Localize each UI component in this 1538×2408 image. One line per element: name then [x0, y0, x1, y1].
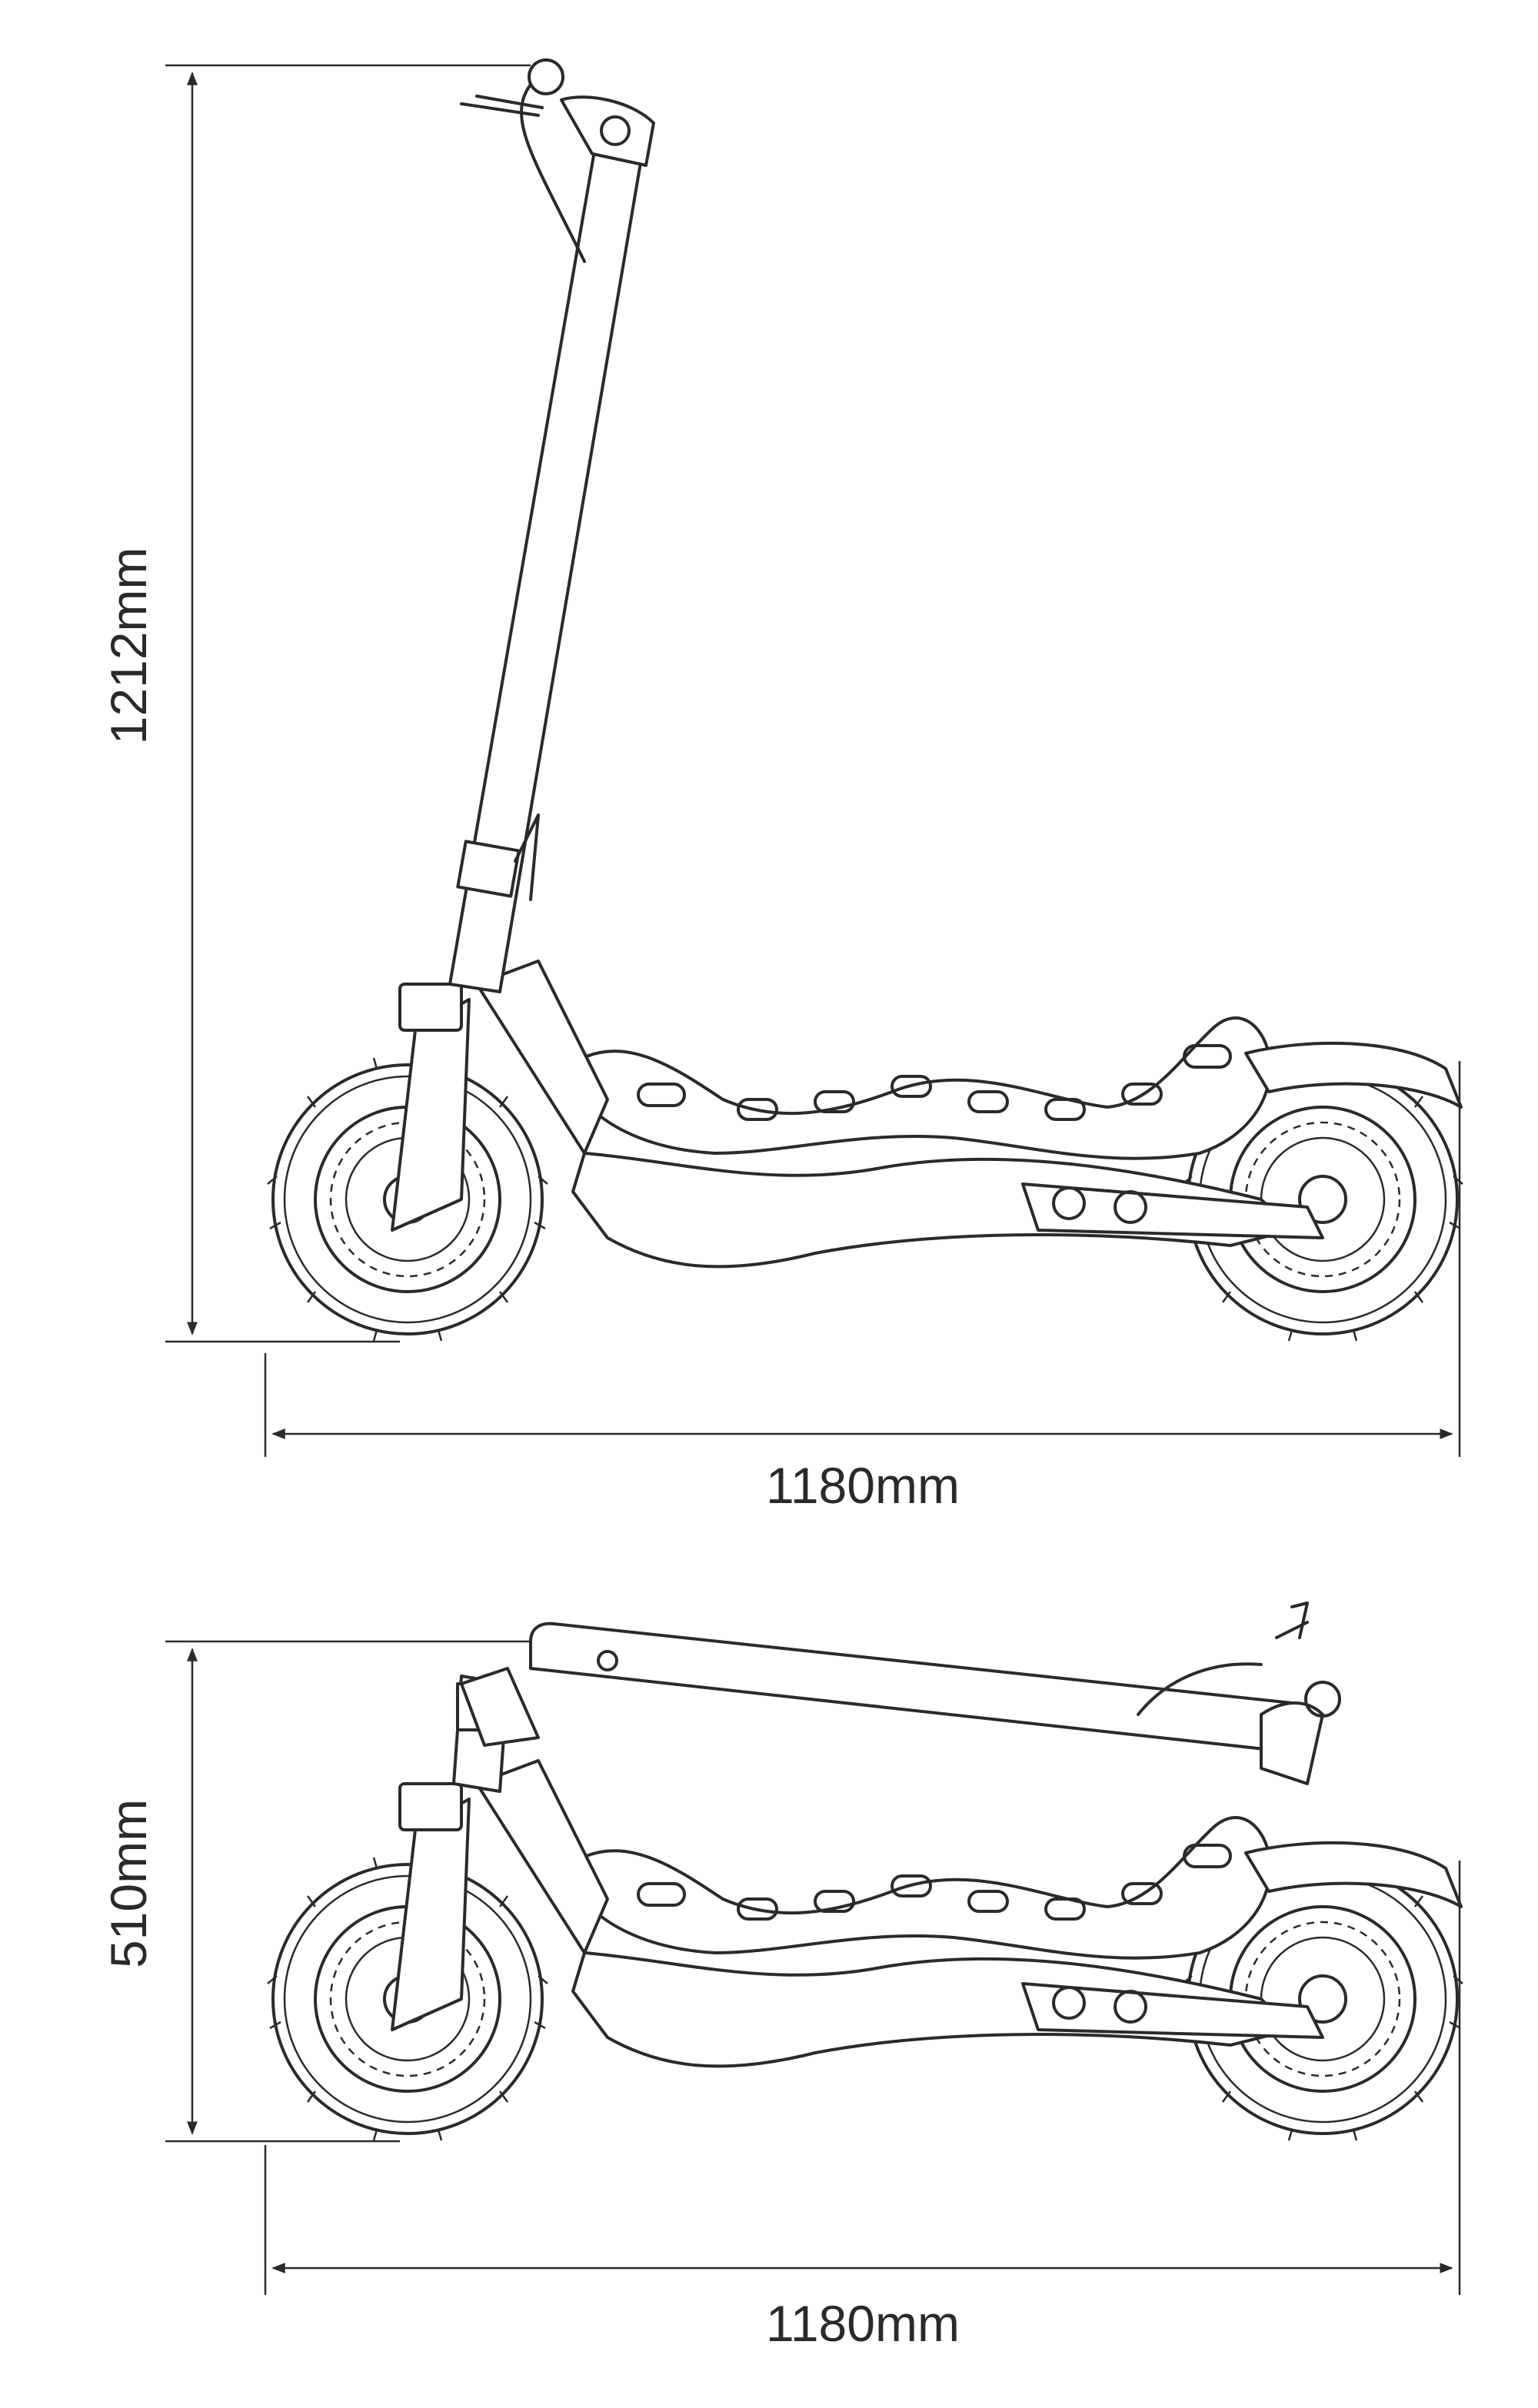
folded-scooter-view: 510mm 1180mm — [100, 1601, 1464, 2352]
deck-body — [475, 960, 1463, 1269]
folded-height-dimension-line — [165, 1640, 538, 2143]
folded-height-label: 510mm — [100, 1799, 157, 1968]
folded-deck-body — [475, 1759, 1463, 2068]
unfolded-scooter-view: 1212mm 1180mm — [100, 58, 1464, 1514]
length-label: 1180mm — [766, 1457, 960, 1514]
folded-length-dimension-line — [264, 1861, 1461, 2295]
height-label: 1212mm — [100, 547, 157, 745]
scooter-unfolded-drawing — [266, 58, 1464, 1342]
length-dimension-line — [264, 1061, 1461, 1457]
folded-stem — [460, 1601, 1341, 1785]
height-dimension-line — [165, 64, 531, 1343]
folded-length-label: 1180mm — [766, 2295, 960, 2352]
